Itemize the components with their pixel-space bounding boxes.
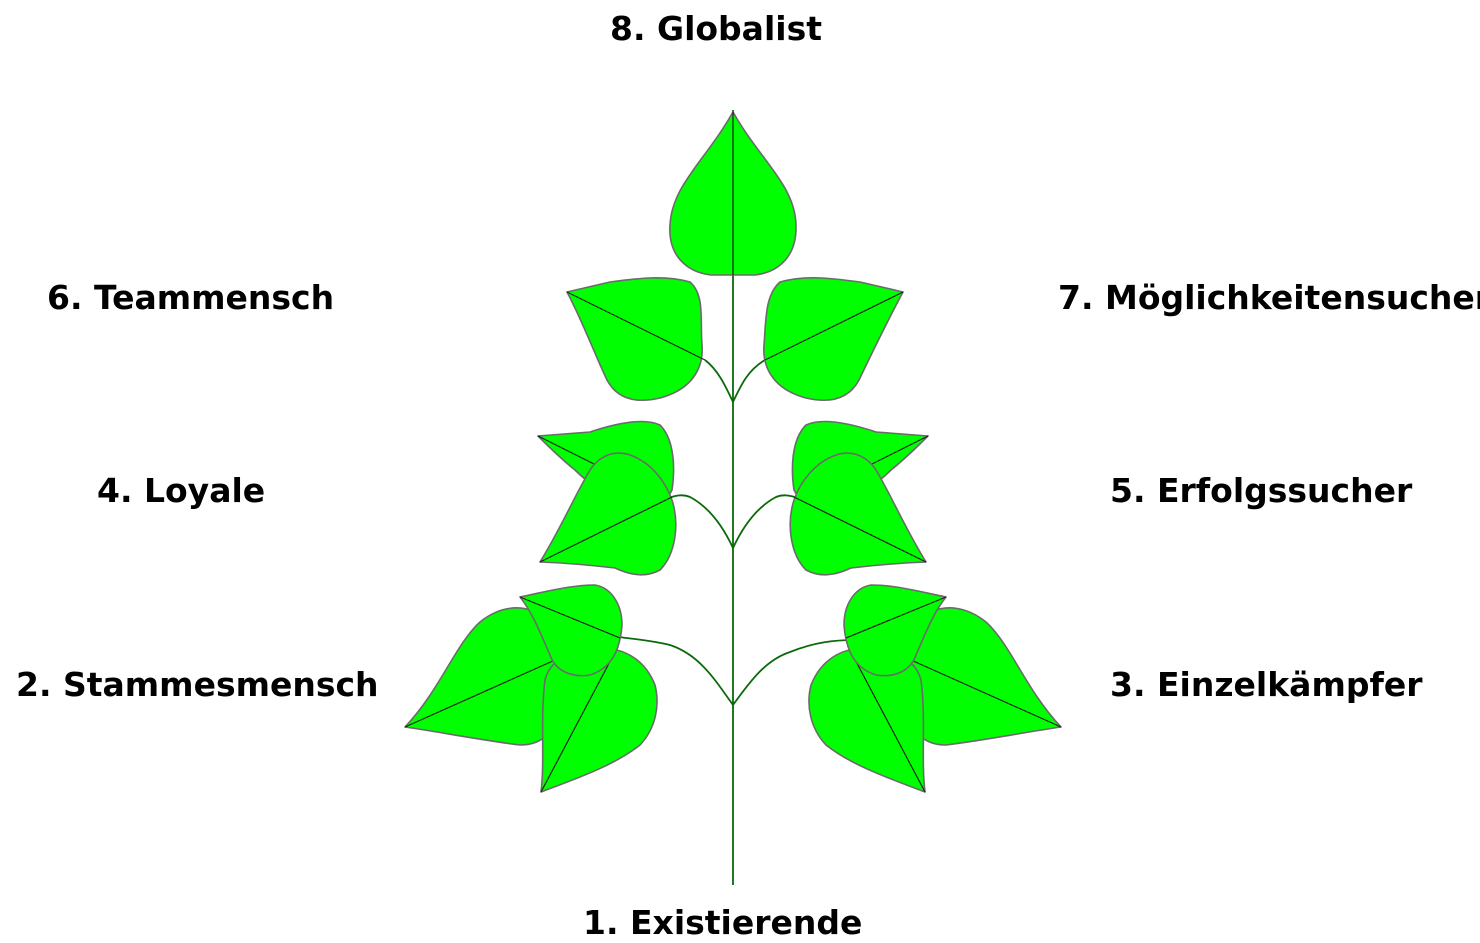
leaf-6 <box>567 278 705 400</box>
leaf-7 <box>764 278 903 400</box>
leaf-3-outer <box>908 608 1061 745</box>
leaf-2-outer <box>405 608 558 745</box>
label-level-7: 7. Möglichkeitensucher <box>1058 281 1480 314</box>
label-level-5: 5. Erfolgssucher <box>1110 474 1412 507</box>
label-level-4: 4. Loyale <box>97 474 265 507</box>
branch-top-left <box>705 360 733 402</box>
leaf-4-front <box>540 453 676 575</box>
label-level-2: 2. Stammesmensch <box>16 668 379 701</box>
leaf-8 <box>670 112 796 275</box>
label-level-1: 1. Existierende <box>583 906 862 939</box>
branch-top-right <box>733 360 765 402</box>
label-level-8: 8. Globalist <box>610 12 822 45</box>
label-level-6: 6. Teammensch <box>47 281 334 314</box>
leaf-5-front <box>790 453 926 575</box>
label-level-3: 3. Einzelkämpfer <box>1110 668 1422 701</box>
